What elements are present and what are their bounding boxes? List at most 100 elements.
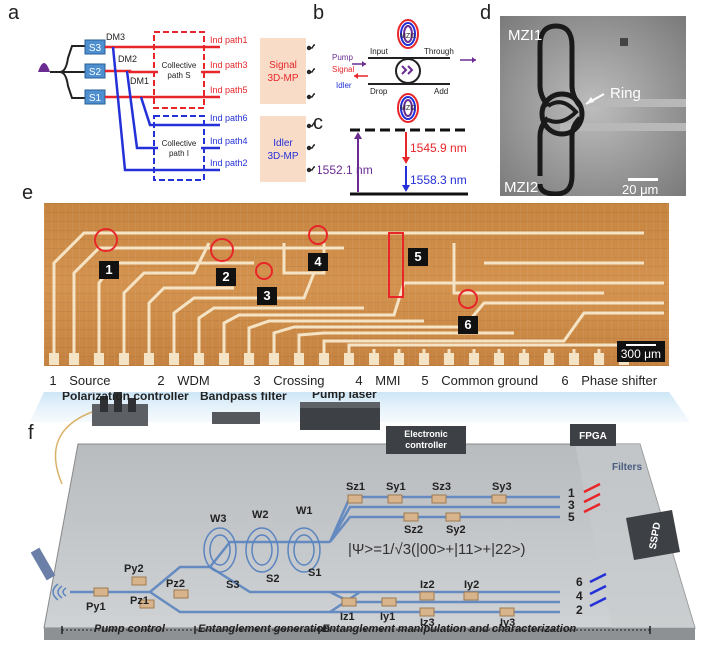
signal-shifter-sy3: Sy3	[492, 481, 512, 493]
mzi1-label: MZI1	[400, 33, 416, 40]
ind-path6-label: Ind path6	[210, 113, 248, 123]
pump-laser-symbol	[38, 63, 50, 72]
signal-box-line1: Signal	[269, 60, 297, 71]
legend-item-common-ground: 5 Common ground	[421, 373, 539, 388]
output-bottom-6: 6	[576, 575, 583, 589]
signal-shifter-sy2: Sy2	[446, 524, 466, 536]
legend-item-phase-shifter: 6 Phase shifter	[561, 373, 658, 388]
collective-s-line2: path S	[167, 71, 190, 80]
source-label-s1: S1	[89, 93, 102, 104]
fpga-device	[570, 424, 616, 446]
panel-b-ring-schematic: MZI1 MZI2 Input Through Drop Add Pump Si…	[332, 19, 476, 123]
signal-wavelength: 1545.9 nm	[410, 141, 467, 155]
idler-shifter-iy2: Iy2	[464, 579, 479, 591]
signal-shifter-sz1: Sz1	[346, 481, 365, 493]
stage-entanglement-manipulation: Entanglement manipulation and characteri…	[322, 623, 577, 635]
micro-marker-1: 1	[99, 261, 119, 279]
micro-marker-5: 5	[408, 248, 428, 266]
collective-s-line1: Collective	[162, 61, 197, 70]
source-s1: S1	[308, 567, 321, 579]
micro-marker-4: 4	[308, 253, 328, 271]
pump-wavelength: 1552.1 nm	[318, 163, 373, 177]
source-w3: W3	[210, 513, 227, 525]
electronic-controller-line1: Electronic	[404, 429, 448, 439]
marker-rect-common-ground	[388, 232, 404, 298]
marker-circle-crossing	[255, 262, 273, 280]
signal-label: Signal	[332, 65, 354, 74]
panel-a-schematic: S3 S2 S1 DM3 DM2 DM1 Collective path S C…	[38, 31, 315, 182]
ind-path4-label: Ind path4	[210, 136, 248, 146]
panel-letter-f: f	[28, 422, 34, 444]
input-label: Input	[370, 47, 389, 56]
mzi2-label: MZI2	[400, 105, 416, 112]
polarization-controller-device	[92, 392, 148, 426]
legend-item-crossing: 3 Crossing	[253, 373, 325, 388]
pump-laser-device	[300, 402, 380, 430]
sspd-device	[626, 510, 680, 560]
panel-letter-c: c	[313, 112, 323, 134]
output-bottom-4: 4	[576, 589, 583, 603]
sspd-label: SSPD	[648, 522, 664, 551]
pump-shifter-pz2: Pz2	[166, 578, 185, 590]
mirror-label-dm1: DM1	[130, 76, 149, 86]
collective-i-line1: Collective	[162, 139, 197, 148]
source-label-s2: S2	[89, 67, 102, 78]
collective-path-i-box	[153, 115, 205, 181]
pump-shifter-pz1: Pz1	[130, 595, 149, 607]
fpga-label: FPGA	[579, 431, 607, 442]
idler-shifter-iy1: Iy1	[380, 611, 395, 623]
add-label: Add	[434, 87, 448, 96]
input-coupler	[52, 583, 67, 601]
signal-shifter-sy1: Sy1	[386, 481, 406, 493]
detector-icons	[306, 44, 315, 173]
output-top-5: 5	[568, 510, 575, 524]
idler-label: Idler	[336, 81, 352, 90]
signal-shifter-sz3: Sz3	[432, 481, 451, 493]
mirror-label-dm3: DM3	[106, 32, 125, 42]
legend-item-source: 1 Source	[49, 373, 111, 388]
panel-f-chip-illustration: Polarization controller Bandpass filter …	[30, 392, 696, 640]
legend-item-wdm: 2 WDM	[157, 373, 210, 388]
ind-path3-label: Ind path3	[210, 60, 248, 70]
panel-c-energy-diagram: 1552.1 nm 1545.9 nm 1558.3 nm	[318, 128, 468, 196]
idler-box-line1: Idler	[273, 138, 293, 149]
pump-shifter-py1: Py1	[86, 601, 106, 613]
output-bottom-2: 2	[576, 603, 583, 617]
signal-shifter-sz2: Sz2	[404, 524, 423, 536]
polarization-controller-label: Polarization controller	[62, 392, 189, 403]
ind-path1-label: Ind path1	[210, 35, 248, 45]
source-s3: S3	[226, 579, 239, 591]
pump-shifter-py2: Py2	[124, 563, 144, 575]
bandpass-filter-label: Bandpass filter	[200, 392, 287, 403]
sem-mzi1-label: MZI1	[508, 27, 542, 44]
signal-box-line2: 3D-MP	[267, 73, 298, 84]
electronic-controller-line2: controller	[405, 440, 447, 450]
ind-path2-label: Ind path2	[210, 158, 248, 168]
output-top-3: 3	[568, 498, 575, 512]
mirror-label-dm2: DM2	[118, 54, 137, 64]
source-s2: S2	[266, 573, 279, 585]
idler-shifter-iz1: Iz1	[340, 611, 355, 623]
panel-e-legend: 1 Source 2 WDM 3 Crossing 4 MMI 5 Common…	[44, 370, 669, 392]
panel-letter-e: e	[22, 182, 34, 204]
idler-box-line2: 3D-MP	[267, 151, 298, 162]
source-w1: W1	[296, 505, 313, 517]
micro-marker-2: 2	[216, 268, 236, 286]
micro-marker-6: 6	[458, 316, 478, 334]
micro-scale-bar: 300 μm	[616, 341, 665, 362]
panel-letter-d: d	[480, 2, 492, 24]
panel-d-sem-image: MZI1 MZI2 Ring 20 μm	[500, 16, 686, 196]
idler-3dmp-box	[260, 116, 306, 182]
signal-3dmp-box	[260, 38, 306, 104]
source-w2: W2	[252, 509, 269, 521]
panel-letter-a: a	[8, 2, 20, 24]
idler-wavelength: 1558.3 nm	[410, 173, 467, 187]
idler-shifter-iz2: Iz2	[420, 579, 435, 591]
micro-marker-3: 3	[257, 287, 277, 305]
marker-circle-source	[94, 228, 118, 252]
sem-ring-label: Ring	[610, 85, 641, 102]
sem-scale-label: 20 μm	[622, 182, 658, 196]
collective-i-line2: path I	[169, 149, 189, 158]
through-label: Through	[424, 47, 454, 56]
output-top-1: 1	[568, 486, 575, 500]
